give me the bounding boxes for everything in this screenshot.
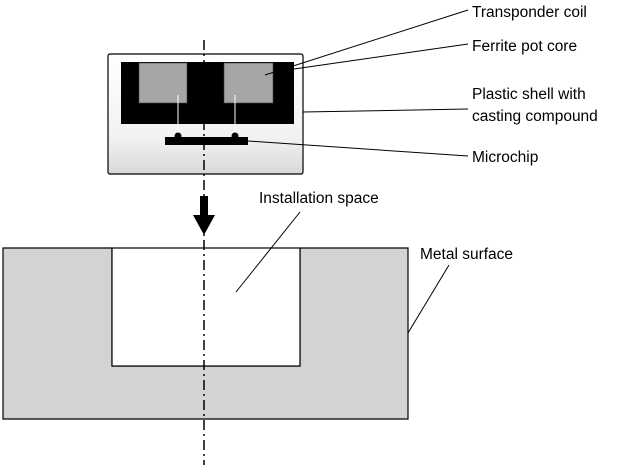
microchip: [165, 137, 248, 145]
insertion-arrow-icon: [193, 215, 215, 235]
label-plastic-shell-line1: Plastic shell with: [472, 86, 586, 103]
label-installation-space: Installation space: [259, 190, 379, 207]
leader-plastic-shell: [302, 108, 469, 113]
insertion-arrow-shaft: [200, 196, 208, 217]
label-plastic-shell-line2: casting compound: [472, 108, 598, 125]
label-ferrite-pot-core: Ferrite pot core: [472, 38, 577, 55]
leader-ferrite-pot-core: [293, 43, 469, 70]
leader-transponder-coil: [264, 9, 469, 76]
transponder-coil-left: [138, 62, 188, 104]
installation-space: [111, 247, 301, 367]
label-microchip: Microchip: [472, 149, 538, 166]
transponder-coil-right: [223, 62, 274, 104]
leader-installation-space: [235, 211, 301, 293]
leader-microchip: [247, 140, 469, 157]
label-metal-surface: Metal surface: [420, 246, 513, 263]
label-transponder-coil: Transponder coil: [472, 4, 587, 21]
leader-metal-surface: [407, 264, 450, 334]
microchip-contact-left: [174, 132, 182, 140]
microchip-contact-right: [231, 132, 239, 140]
